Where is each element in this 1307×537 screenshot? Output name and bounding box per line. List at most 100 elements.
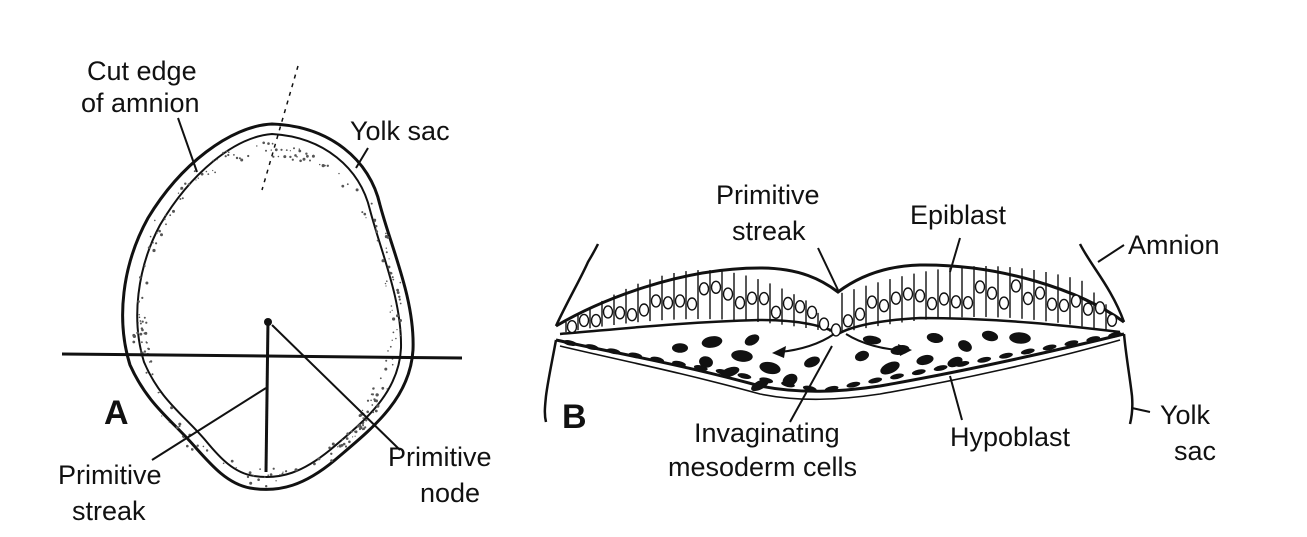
hypoblast-cell: [911, 369, 926, 376]
stipple-dot: [313, 462, 316, 466]
panel-b-letter: B: [562, 398, 587, 436]
stipple-dot: [224, 155, 227, 158]
stipple-dot: [148, 361, 151, 363]
stipple-dot: [341, 439, 344, 441]
mesoderm-cell: [782, 373, 798, 387]
stipple-dot: [371, 404, 374, 406]
hypoblast-cell: [933, 365, 948, 372]
label-primitive-streak-a-line2: streak: [72, 496, 146, 526]
panel-a-drawing: [61, 65, 463, 491]
stipple-dot: [138, 316, 141, 319]
stipple-dot: [359, 426, 363, 430]
stipple-dot: [202, 445, 205, 448]
stipple-dot: [392, 331, 395, 334]
stipple-dot: [319, 163, 321, 166]
stipple-dot: [391, 276, 394, 279]
stipple-dot: [355, 188, 359, 192]
stipple-dot: [302, 157, 306, 161]
epiblast-nuclei: [566, 279, 1118, 337]
label-yolk-sac-b-line2: sac: [1174, 436, 1216, 466]
mesoderm-cell: [862, 335, 882, 345]
label-primitive-node-line1: Primitive: [388, 442, 492, 472]
stipple-dot: [235, 467, 237, 469]
stipple-dot: [257, 478, 260, 482]
stipple-dot: [270, 149, 272, 151]
epiblast-nucleus: [578, 313, 590, 328]
epiblast-nucleus: [626, 308, 638, 322]
stipple-dot: [139, 332, 143, 336]
stipple-dot: [143, 332, 146, 335]
stipple-dot: [354, 430, 358, 434]
stipple-dot: [289, 150, 291, 152]
mesoderm-cell: [880, 361, 900, 375]
stipple-dot: [155, 242, 158, 245]
stipple-dot: [157, 391, 160, 394]
stipple-dot: [386, 280, 388, 283]
stipple-dot: [139, 322, 142, 325]
disc-outer-outline: [121, 122, 415, 491]
stipple-dot: [294, 468, 298, 472]
epiblast-nucleus: [686, 297, 698, 311]
stipple-dot: [361, 409, 364, 412]
epiblast-nucleus: [734, 296, 746, 310]
stipple-dot: [391, 363, 394, 366]
stipple-dot: [346, 432, 350, 436]
epiblast-nucleus: [902, 287, 914, 301]
epiblast-nucleus: [854, 307, 866, 321]
stipple-dot: [238, 157, 241, 160]
stipple-dot: [158, 229, 161, 233]
leader-primitive-streak-a: [151, 387, 267, 461]
epiblast-nucleus: [746, 291, 758, 305]
stipple-dot: [294, 154, 297, 157]
stipple-dot: [161, 415, 163, 417]
amnion-right: [1078, 243, 1126, 323]
primitive-node-dot: [264, 318, 272, 326]
stipple-dot: [387, 350, 389, 352]
mesoderm-cell: [958, 340, 972, 352]
stipple-dot: [163, 218, 166, 221]
stipple-dot: [274, 148, 278, 152]
stipple-dot: [168, 421, 170, 423]
epiblast-nucleus: [770, 305, 782, 319]
hypoblast-layer-inner: [559, 339, 1121, 401]
label-invaginating-line1: Invaginating: [694, 418, 840, 448]
stipple-dot: [145, 321, 148, 324]
hypoblast-cell: [890, 373, 904, 380]
stipple-dot: [373, 398, 376, 401]
epiblast-nucleus: [662, 296, 674, 310]
stipple-dot: [285, 470, 288, 473]
stipple-dot: [376, 404, 380, 408]
stipple-dot: [283, 155, 287, 159]
stipple-dot: [317, 457, 321, 461]
epiblast-nucleus: [866, 295, 878, 309]
hypoblast-cell: [1108, 331, 1122, 338]
stipple-dot: [363, 212, 367, 216]
leader-amnion: [1097, 244, 1125, 263]
stipple-dot: [392, 278, 395, 281]
stipple-dot: [195, 179, 197, 181]
hypoblast-cell: [846, 381, 861, 388]
label-primitive-streak-b-line2: streak: [732, 216, 806, 246]
stipple-dot: [390, 305, 393, 307]
stipple-dot: [262, 141, 266, 145]
stipple-dot: [222, 462, 225, 465]
stipple-dot: [398, 298, 401, 301]
stipple-dot: [269, 473, 273, 476]
stipple-dot: [389, 311, 391, 313]
leader-hypoblast: [949, 375, 963, 421]
hypoblast-cell: [737, 373, 752, 380]
mesoderm-cell: [981, 330, 999, 342]
epiblast-nucleus: [914, 289, 926, 303]
label-hypoblast: Hypoblast: [950, 422, 1071, 452]
stipple-dot: [298, 148, 300, 150]
stipple-dot: [235, 156, 239, 160]
stipple-dot: [164, 214, 167, 216]
label-invaginating-line2: mesoderm cells: [668, 452, 857, 482]
stipple-dot: [385, 247, 387, 249]
stipple-dot: [181, 435, 184, 438]
stipple-dot: [388, 258, 390, 260]
mesoderm-cell: [1009, 332, 1031, 344]
label-yolk-sac-a: Yolk sac: [350, 116, 450, 146]
stipple-dot: [291, 158, 294, 161]
hypoblast-cell: [977, 356, 992, 363]
